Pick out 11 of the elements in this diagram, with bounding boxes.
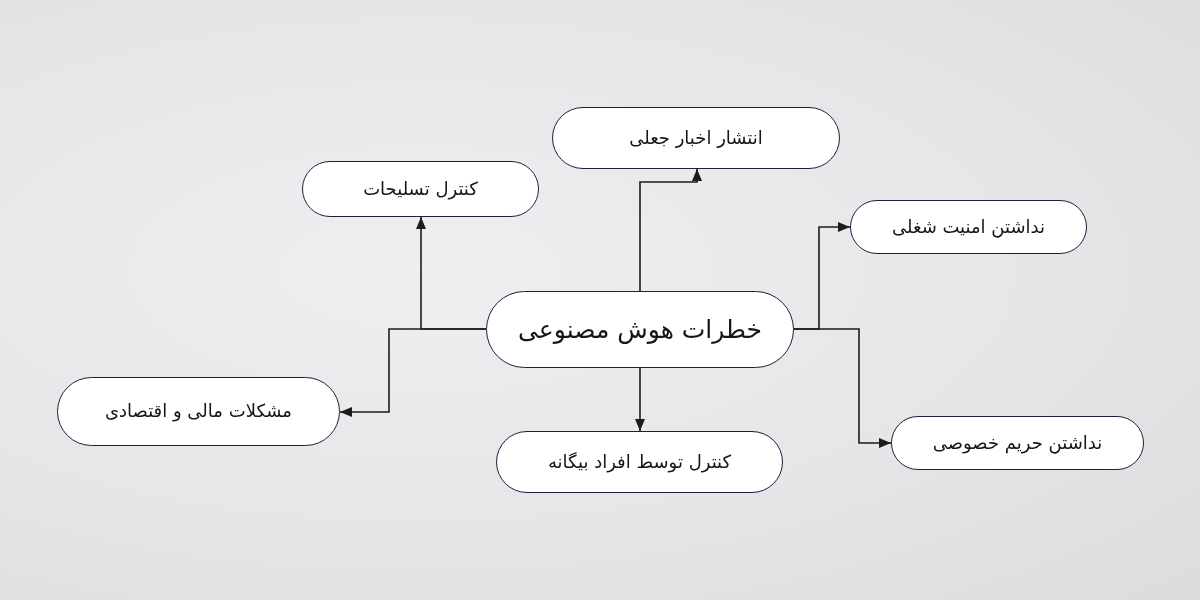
- topic-box: انتشار اخبار جعلی: [552, 107, 840, 169]
- connector-arrow: [793, 328, 892, 448]
- topic-box: نداشتن امنیت شغلی: [850, 200, 1087, 254]
- topic-box: کنترل تسلیحات: [302, 161, 539, 217]
- connector-arrow: [639, 168, 702, 292]
- topic-box: کنترل توسط افراد بیگانه: [496, 431, 783, 493]
- connector-arrow: [339, 328, 487, 417]
- topic-box: مشکلات مالی و اقتصادی: [57, 377, 340, 446]
- main-topic-box: خطرات هوش مصنوعی: [486, 291, 794, 368]
- topic-box: نداشتن حریم خصوصی: [891, 416, 1144, 470]
- connector-arrow: [635, 367, 645, 432]
